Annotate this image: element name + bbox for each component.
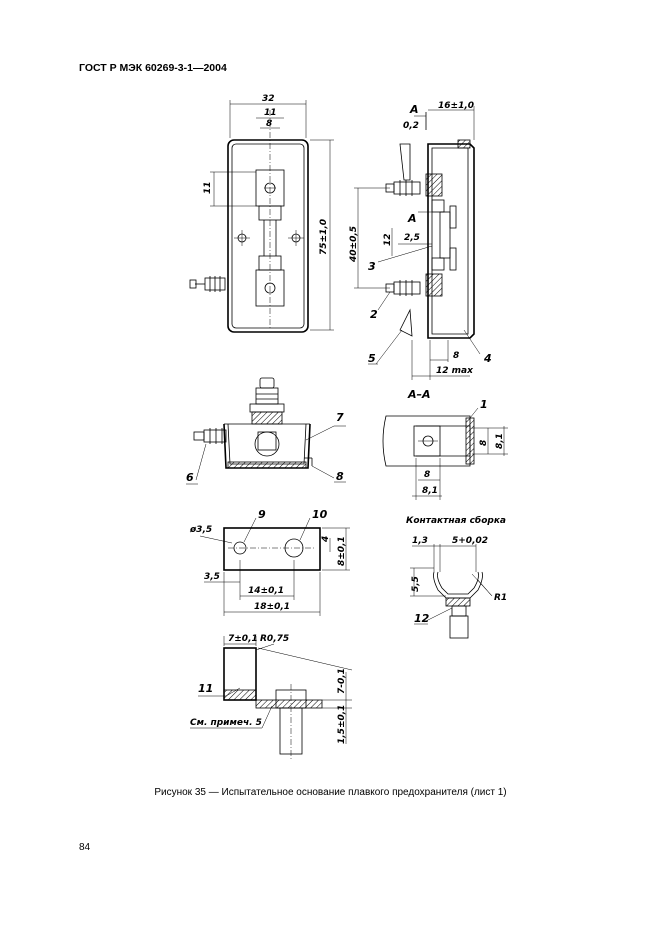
dim-12max: 12 max xyxy=(436,366,474,376)
aa-label-1: 1 xyxy=(480,398,488,411)
label-3: 3 xyxy=(368,260,376,273)
dim-plate-18: 18±0,1 xyxy=(254,602,290,612)
dim-8: 8 xyxy=(453,351,459,361)
dim-12: 12 xyxy=(383,233,393,246)
dim-block-r: R0,75 xyxy=(260,634,289,644)
dim-depth: 16±1,0 xyxy=(438,101,474,111)
dim-aa-81b: 8,1 xyxy=(422,486,438,496)
dim-gap: 0,2 xyxy=(403,121,419,131)
figure-caption: Рисунок 35 — Испытательное основание пла… xyxy=(154,787,507,798)
dim-width: 32 xyxy=(262,94,275,104)
block-note: См. примеч. 5 xyxy=(190,718,262,728)
dim-aa-8b: 8 xyxy=(424,470,430,480)
contact-label-12: 12 xyxy=(414,612,430,625)
section-aa-title: А–А xyxy=(407,388,431,401)
dim-pitch: 40±0,5 xyxy=(349,226,359,263)
dim-inner: 11 xyxy=(264,108,277,118)
label-6: 6 xyxy=(186,471,194,484)
dim-block-7b: 7-0,1 xyxy=(337,668,347,694)
dim-hole: ø3,5 xyxy=(189,525,212,535)
label-2: 2 xyxy=(370,308,378,321)
dim-25: 2,5 xyxy=(404,233,420,243)
contact-assembly: Контактная сборка 1,3 5+0,02 5,5 R1 12 xyxy=(406,515,507,639)
dim-5: 5+0,02 xyxy=(452,536,488,546)
label-7: 7 xyxy=(336,411,344,424)
document-header: ГОСТ Р МЭК 60269-3-1—2004 xyxy=(79,62,227,74)
dim-slot: 8 xyxy=(266,119,272,129)
dim-aa-81: 8,1 xyxy=(495,433,505,449)
dim-55: 5,5 xyxy=(411,576,421,592)
plate-label-10: 10 xyxy=(312,508,328,521)
dim-block-7: 7±0,1 xyxy=(228,634,258,644)
side-view: А 0,2 16±1,0 А 40±0,5 12 2,5 3 2 5 4 8 1… xyxy=(349,101,492,380)
label-5: 5 xyxy=(368,352,376,365)
dim-aa-8: 8 xyxy=(479,440,489,446)
label-8: 8 xyxy=(336,470,344,483)
dim-r1: R1 xyxy=(494,593,507,603)
plate-view: ø3,5 9 10 4 8±0,1 3,5 14±0,1 18±0,1 xyxy=(189,508,350,616)
label-4: 4 xyxy=(483,352,492,365)
dim-13: 1,3 xyxy=(412,536,428,546)
dim-plate-8: 8±0,1 xyxy=(337,536,347,566)
dim-plate-14: 14±0,1 xyxy=(248,586,284,596)
dim-height: 75±1,0 xyxy=(319,219,329,255)
section-mark-bottom: А xyxy=(407,212,417,225)
front-view: 32 11 8 11 75±1,0 xyxy=(189,94,334,333)
contact-title: Контактная сборка xyxy=(406,515,506,526)
bottom-view: 7 6 8 xyxy=(186,377,346,485)
block-view: 7±0,1 R0,75 11 7-0,1 1,5±0,1 См. примеч.… xyxy=(190,634,353,760)
dim-plate-35: 3,5 xyxy=(204,572,220,582)
plate-label-9: 9 xyxy=(258,508,266,521)
dim-side: 11 xyxy=(203,181,213,194)
dim-plate-4: 4 xyxy=(321,536,331,543)
dim-block-15: 1,5±0,1 xyxy=(337,705,347,744)
section-aa: А–А 1 8 8,1 8 8,1 xyxy=(382,388,508,500)
block-label-11: 11 xyxy=(198,682,213,695)
section-mark-top: А xyxy=(409,103,419,116)
page-number: 84 xyxy=(79,842,91,853)
